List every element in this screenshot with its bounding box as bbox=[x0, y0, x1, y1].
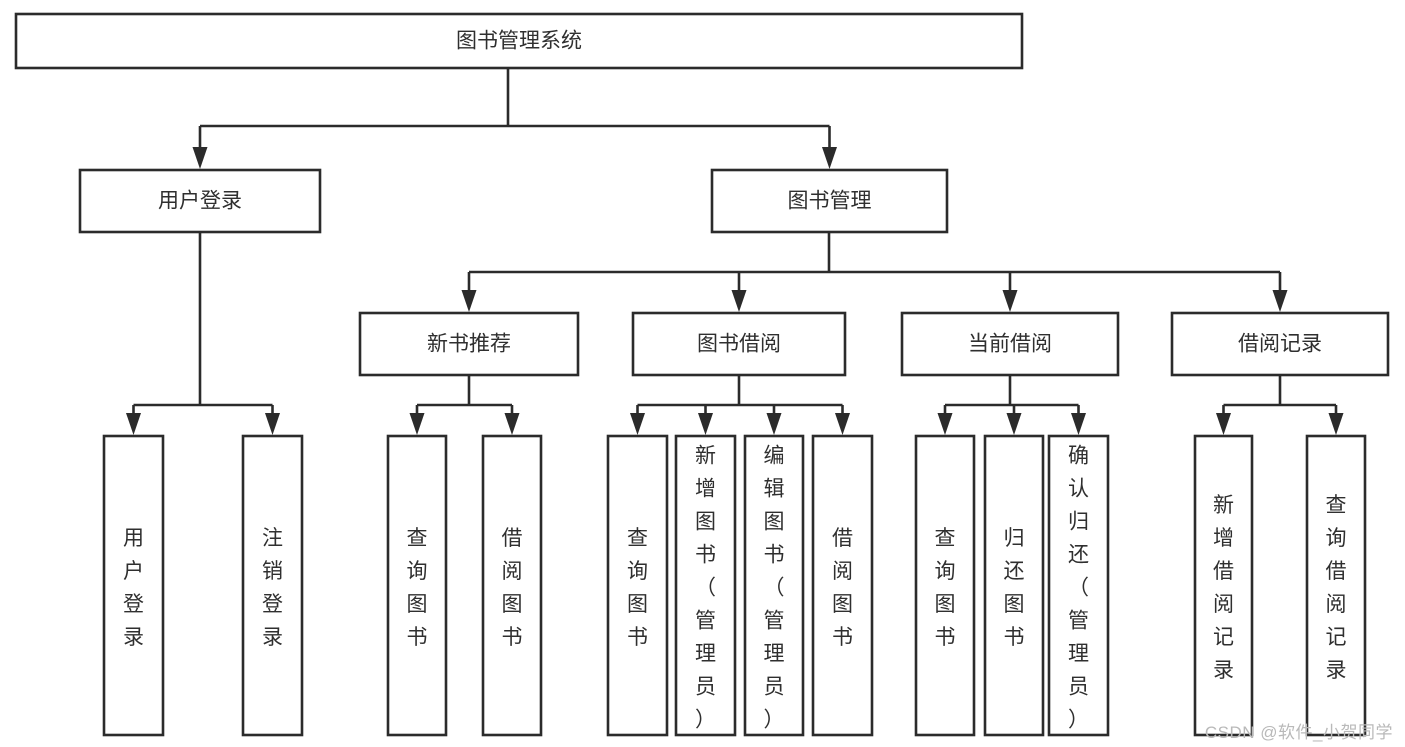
arrow-head-icon bbox=[822, 147, 837, 169]
connector-root bbox=[192, 68, 837, 169]
connector-n-new-book-rec bbox=[409, 375, 520, 435]
node-box[interactable] bbox=[78, 168, 322, 234]
node-box[interactable] bbox=[743, 434, 805, 737]
arrow-head-icon bbox=[835, 413, 850, 435]
node-label: 确认归还（管理员） bbox=[1068, 445, 1089, 732]
node-l-log-query[interactable]: 查询借阅记录 bbox=[1305, 434, 1367, 737]
node-l-rec-borrow[interactable]: 借阅图书 bbox=[481, 434, 543, 737]
node-label: 新书推荐 bbox=[427, 333, 511, 356]
node-box[interactable] bbox=[14, 12, 1024, 70]
node-label: 当前借阅 bbox=[968, 333, 1052, 356]
node-label: 归还图书 bbox=[1004, 527, 1025, 649]
node-box[interactable] bbox=[241, 434, 304, 737]
node-l-user-logout[interactable]: 注销登录 bbox=[241, 434, 304, 737]
arrow-head-icon bbox=[126, 413, 141, 435]
node-label: 借阅图书 bbox=[502, 527, 523, 649]
arrow-head-icon bbox=[1328, 413, 1344, 435]
node-l-bb-edit[interactable]: 编辑图书（管理员） bbox=[743, 434, 805, 737]
node-label: 图书借阅 bbox=[697, 333, 781, 356]
node-label: 借阅图书 bbox=[832, 527, 853, 649]
node-l-user-login[interactable]: 用户登录 bbox=[102, 434, 165, 737]
node-n-book-borrow[interactable]: 图书借阅 bbox=[631, 311, 847, 377]
node-label: 查询图书 bbox=[627, 527, 648, 649]
node-l-cb-confirm[interactable]: 确认归还（管理员） bbox=[1047, 434, 1110, 737]
node-l-rec-query[interactable]: 查询图书 bbox=[386, 434, 448, 737]
node-l-cb-query[interactable]: 查询图书 bbox=[914, 434, 976, 737]
node-label: 图书管理系统 bbox=[456, 30, 582, 53]
node-label: 图书管理 bbox=[788, 190, 872, 213]
node-l-cb-return[interactable]: 归还图书 bbox=[983, 434, 1045, 737]
node-label: 新增图书（管理员） bbox=[695, 445, 716, 732]
node-n-user-login[interactable]: 用户登录 bbox=[78, 168, 322, 234]
arrow-head-icon bbox=[630, 413, 645, 435]
arrow-head-icon bbox=[504, 413, 520, 435]
arrow-head-icon bbox=[1006, 413, 1022, 435]
arrow-head-icon bbox=[461, 290, 477, 312]
node-box[interactable] bbox=[1170, 311, 1390, 377]
node-l-bb-borrow[interactable]: 借阅图书 bbox=[811, 434, 874, 737]
node-box[interactable] bbox=[900, 311, 1120, 377]
node-n-cur-borrow[interactable]: 当前借阅 bbox=[900, 311, 1120, 377]
node-box[interactable] bbox=[386, 434, 448, 737]
node-label: 注销登录 bbox=[262, 527, 283, 649]
arrow-head-icon bbox=[265, 413, 280, 435]
arrow-head-icon bbox=[192, 147, 208, 169]
node-box[interactable] bbox=[1047, 434, 1110, 737]
node-box[interactable] bbox=[983, 434, 1045, 737]
nodes-layer: 图书管理系统用户登录图书管理新书推荐图书借阅当前借阅借阅记录用户登录注销登录查询… bbox=[14, 12, 1390, 737]
node-box[interactable] bbox=[606, 434, 669, 737]
node-l-bb-add[interactable]: 新增图书（管理员） bbox=[674, 434, 737, 737]
node-box[interactable] bbox=[674, 434, 737, 737]
node-box[interactable] bbox=[102, 434, 165, 737]
node-label: 编辑图书（管理员） bbox=[764, 445, 785, 732]
arrow-head-icon bbox=[1272, 290, 1288, 312]
watermark-label: CSDN @软件_小贺同学 bbox=[1204, 723, 1393, 742]
node-box[interactable] bbox=[631, 311, 847, 377]
node-label: 查询借阅记录 bbox=[1326, 494, 1347, 682]
arrow-head-icon bbox=[409, 413, 425, 435]
connector-n-user-login bbox=[126, 232, 280, 435]
node-label: 借阅记录 bbox=[1238, 333, 1322, 356]
arrow-head-icon bbox=[766, 413, 782, 435]
connector-n-cur-borrow bbox=[937, 375, 1086, 435]
connector-n-borrow-log bbox=[1216, 375, 1344, 435]
node-n-borrow-log[interactable]: 借阅记录 bbox=[1170, 311, 1390, 377]
arrow-head-icon bbox=[937, 413, 953, 435]
arrow-head-icon bbox=[698, 413, 713, 435]
connector-n-book-borrow bbox=[630, 375, 850, 435]
node-box[interactable] bbox=[811, 434, 874, 737]
node-label: 用户登录 bbox=[158, 190, 242, 213]
connector-n-book-manage bbox=[461, 232, 1288, 312]
node-l-log-add[interactable]: 新增借阅记录 bbox=[1193, 434, 1254, 737]
node-label: 查询图书 bbox=[407, 527, 428, 649]
arrow-head-icon bbox=[1002, 290, 1018, 312]
node-l-bb-query[interactable]: 查询图书 bbox=[606, 434, 669, 737]
node-box[interactable] bbox=[710, 168, 949, 234]
edges-layer bbox=[126, 68, 1344, 435]
node-box[interactable] bbox=[481, 434, 543, 737]
arrow-head-icon bbox=[1216, 413, 1231, 435]
node-n-new-book-rec[interactable]: 新书推荐 bbox=[358, 311, 580, 377]
node-label: 查询图书 bbox=[935, 527, 956, 649]
node-box[interactable] bbox=[1305, 434, 1367, 737]
arrow-head-icon bbox=[731, 290, 747, 312]
arrow-head-icon bbox=[1071, 413, 1086, 435]
node-box[interactable] bbox=[914, 434, 976, 737]
node-box[interactable] bbox=[1193, 434, 1254, 737]
node-box[interactable] bbox=[358, 311, 580, 377]
node-n-book-manage[interactable]: 图书管理 bbox=[710, 168, 949, 234]
node-root[interactable]: 图书管理系统 bbox=[14, 12, 1024, 70]
node-label: 新增借阅记录 bbox=[1213, 494, 1234, 682]
node-label: 用户登录 bbox=[123, 527, 144, 649]
